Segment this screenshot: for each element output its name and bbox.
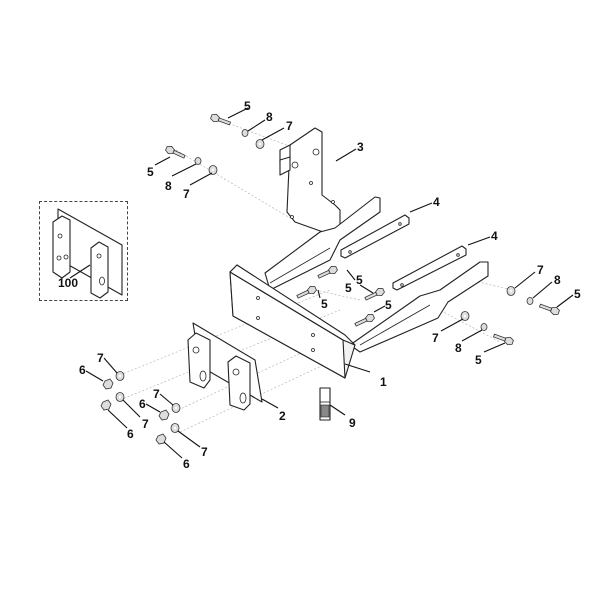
callout-label: 7 [432,331,439,345]
part-4-flat-bar-upper [340,214,410,259]
callout-label: 8 [554,273,561,287]
washer-icon [170,423,180,433]
part-100-inset-assembly [52,208,123,299]
callout-label: 6 [127,427,134,441]
callout-label: 8 [455,341,462,355]
callout-label: 8 [165,179,172,193]
part-4-flat-bar-lower [392,245,467,291]
callout-label: 5 [385,298,392,312]
nut-icon [102,378,114,390]
inset-assembly-frame [39,201,128,301]
lock-washer-icon [194,157,202,165]
bolt-icon [538,303,560,316]
bolt-icon [296,285,317,299]
nut-icon [100,399,112,411]
washer-icon [115,371,125,381]
callout-label: 3 [357,140,364,154]
nut-icon [155,433,167,445]
bolt-icon [317,265,338,279]
lock-washer-icon [480,323,488,331]
callout-label: 5 [574,287,581,301]
callout-label: 7 [537,263,544,277]
leader-lines [69,107,574,459]
callout-label: 9 [349,416,356,430]
callout-label: 6 [139,397,146,411]
washer-icon [460,311,470,321]
bolt-icon [210,113,232,126]
part-1-main-frame [229,196,489,379]
bolts [165,113,560,346]
nuts [100,378,170,445]
callout-label: 5 [356,273,363,287]
washer-icon [506,286,516,296]
washers [115,129,534,433]
washer-icon [255,139,265,149]
bolt-icon [354,313,375,327]
callout-label: 5 [345,281,352,295]
callout-label: 4 [491,229,498,243]
callout-label: 7 [97,351,104,365]
callout-label: 7 [183,187,190,201]
washer-icon [171,403,181,413]
bolt-icon [165,145,186,159]
callout-label: 6 [183,457,190,471]
callout-label: 2 [279,409,286,423]
callout-label: 7 [286,119,293,133]
callout-label: 1 [380,375,387,389]
washer-icon [208,165,218,175]
callout-label: 100 [58,276,79,290]
part-2-front-plate [187,322,263,411]
callout-label: 7 [153,387,160,401]
washer-icon [115,392,125,402]
part-3-upper-bracket [279,127,341,239]
part-9-decal [319,387,331,421]
callout-label: 5 [475,353,482,367]
callout-label: 8 [266,110,273,124]
lock-washer-icon [241,129,249,137]
callout-label: 4 [433,195,440,209]
bolt-icon [364,287,385,301]
lock-washer-icon [526,297,534,305]
bolt-icon [492,333,514,346]
callout-label: 5 [321,297,328,311]
callout-label: 6 [79,363,86,377]
nut-icon [158,409,170,421]
callout-label: 5 [147,165,154,179]
callout-label: 7 [201,445,208,459]
callout-label: 7 [142,417,149,431]
callout-label: 5 [244,99,251,113]
